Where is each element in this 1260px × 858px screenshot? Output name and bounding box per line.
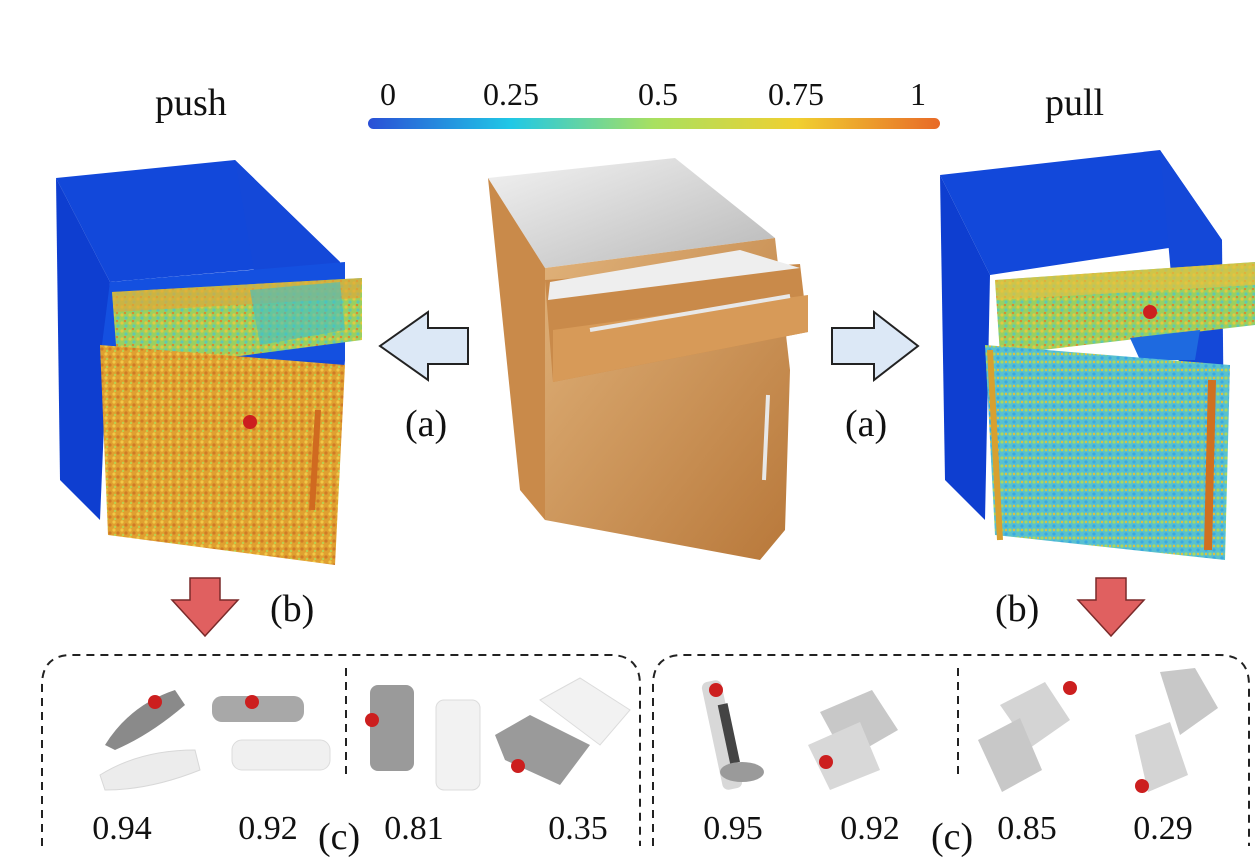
push-score-3: 0.81 bbox=[384, 810, 444, 847]
colorbar-tick-1: 1 bbox=[910, 76, 926, 112]
push-affordance-pointcloud bbox=[56, 160, 362, 565]
arrow-down-right-icon bbox=[1076, 577, 1146, 638]
push-contact-point bbox=[243, 415, 257, 429]
push-score-4: 0.35 bbox=[548, 810, 608, 847]
push-score-1: 0.94 bbox=[92, 810, 152, 847]
pull-gripper-3 bbox=[978, 681, 1077, 792]
pull-score-1: 0.95 bbox=[703, 810, 763, 847]
step-a-right-label: (a) bbox=[845, 403, 888, 445]
step-c-right-label: (c) bbox=[931, 816, 974, 858]
step-c-left-label: (c) bbox=[318, 816, 361, 858]
cabinet-model bbox=[488, 158, 808, 560]
pull-gripper-2 bbox=[808, 690, 898, 790]
push-score-2: 0.92 bbox=[238, 810, 298, 847]
pull-affordance-pointcloud bbox=[940, 150, 1255, 560]
colorbar-tick-05: 0.5 bbox=[638, 76, 678, 112]
colorbar bbox=[368, 118, 940, 129]
pull-title: pull bbox=[1045, 82, 1105, 124]
push-title: push bbox=[155, 82, 227, 124]
colorbar-tick-075: 0.75 bbox=[768, 76, 824, 112]
pull-score-2: 0.92 bbox=[840, 810, 900, 847]
colorbar-tick-0: 0 bbox=[380, 76, 396, 112]
arrow-right-icon bbox=[831, 309, 920, 383]
pull-candidates-box bbox=[652, 654, 1250, 846]
push-gripper-4 bbox=[495, 677, 631, 785]
push-candidates-box bbox=[41, 654, 641, 846]
step-a-left-label: (a) bbox=[405, 403, 448, 445]
pull-gripper-4 bbox=[1135, 668, 1218, 793]
pull-gripper-1 bbox=[701, 680, 764, 790]
push-gripper-2 bbox=[212, 695, 331, 771]
colorbar-tick-025: 0.25 bbox=[483, 76, 539, 112]
step-b-right-label: (b) bbox=[995, 588, 1040, 630]
push-gripper-3 bbox=[365, 685, 481, 791]
pull-score-4: 0.29 bbox=[1133, 810, 1193, 847]
push-gripper-1 bbox=[99, 690, 201, 791]
arrow-left-icon bbox=[378, 310, 469, 382]
arrow-down-left-icon bbox=[170, 577, 240, 638]
pull-contact-point bbox=[1143, 305, 1157, 319]
step-b-left-label: (b) bbox=[270, 588, 315, 630]
pull-score-3: 0.85 bbox=[997, 810, 1057, 847]
